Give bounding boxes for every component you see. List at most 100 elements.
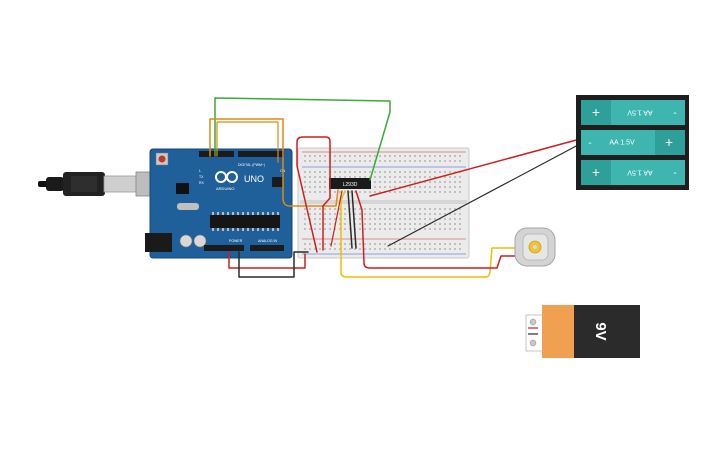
breadboard-hole[interactable] (409, 243, 411, 245)
breadboard-hole[interactable] (304, 186, 306, 188)
breadboard-hole[interactable] (434, 186, 436, 188)
breadboard-hole[interactable] (339, 208, 341, 210)
breadboard-hole[interactable] (344, 213, 346, 215)
breadboard-hole[interactable] (349, 155, 351, 157)
breadboard-hole[interactable] (454, 155, 456, 157)
breadboard-hole[interactable] (314, 186, 316, 188)
breadboard-hole[interactable] (354, 160, 356, 162)
breadboard-hole[interactable] (409, 186, 411, 188)
breadboard-hole[interactable] (459, 228, 461, 230)
breadboard-hole[interactable] (304, 208, 306, 210)
breadboard-hole[interactable] (419, 223, 421, 225)
breadboard-hole[interactable] (439, 213, 441, 215)
breadboard-hole[interactable] (304, 176, 306, 178)
breadboard-hole[interactable] (334, 208, 336, 210)
breadboard-hole[interactable] (439, 228, 441, 230)
breadboard-hole[interactable] (404, 160, 406, 162)
breadboard-hole[interactable] (399, 208, 401, 210)
breadboard-hole[interactable] (364, 160, 366, 162)
breadboard-hole[interactable] (429, 176, 431, 178)
breadboard-hole[interactable] (369, 176, 371, 178)
breadboard-hole[interactable] (389, 218, 391, 220)
breadboard-hole[interactable] (324, 208, 326, 210)
breadboard-hole[interactable] (409, 213, 411, 215)
breadboard-hole[interactable] (349, 171, 351, 173)
breadboard-hole[interactable] (359, 218, 361, 220)
breadboard-hole[interactable] (324, 248, 326, 250)
breadboard-hole[interactable] (434, 160, 436, 162)
breadboard-hole[interactable] (444, 191, 446, 193)
breadboard-hole[interactable] (334, 160, 336, 162)
breadboard-hole[interactable] (349, 248, 351, 250)
breadboard-hole[interactable] (419, 248, 421, 250)
breadboard-hole[interactable] (424, 228, 426, 230)
breadboard-hole[interactable] (414, 160, 416, 162)
breadboard-hole[interactable] (454, 186, 456, 188)
breadboard-hole[interactable] (354, 191, 356, 193)
breadboard-hole[interactable] (444, 243, 446, 245)
breadboard-hole[interactable] (399, 248, 401, 250)
breadboard-hole[interactable] (414, 208, 416, 210)
breadboard-hole[interactable] (354, 171, 356, 173)
breadboard-hole[interactable] (339, 228, 341, 230)
breadboard-hole[interactable] (394, 223, 396, 225)
breadboard-hole[interactable] (404, 155, 406, 157)
breadboard-hole[interactable] (309, 228, 311, 230)
breadboard-hole[interactable] (319, 228, 321, 230)
breadboard-hole[interactable] (379, 218, 381, 220)
breadboard-hole[interactable] (364, 171, 366, 173)
breadboard-hole[interactable] (359, 191, 361, 193)
breadboard-hole[interactable] (324, 191, 326, 193)
breadboard-hole[interactable] (314, 213, 316, 215)
breadboard-hole[interactable] (459, 155, 461, 157)
breadboard-hole[interactable] (449, 208, 451, 210)
breadboard-hole[interactable] (319, 155, 321, 157)
breadboard-hole[interactable] (359, 248, 361, 250)
breadboard-hole[interactable] (394, 176, 396, 178)
breadboard-hole[interactable] (439, 181, 441, 183)
breadboard-hole[interactable] (354, 218, 356, 220)
breadboard-hole[interactable] (304, 228, 306, 230)
breadboard-hole[interactable] (319, 186, 321, 188)
breadboard-hole[interactable] (314, 218, 316, 220)
breadboard-hole[interactable] (424, 181, 426, 183)
wire-black-chip-1[interactable] (347, 190, 353, 249)
breadboard-hole[interactable] (429, 155, 431, 157)
breadboard-hole[interactable] (394, 243, 396, 245)
breadboard-hole[interactable] (459, 181, 461, 183)
breadboard-hole[interactable] (339, 248, 341, 250)
breadboard-hole[interactable] (359, 228, 361, 230)
wire-orange-2[interactable] (216, 121, 279, 163)
breadboard-hole[interactable] (389, 208, 391, 210)
breadboard-hole[interactable] (339, 155, 341, 157)
breadboard-hole[interactable] (374, 218, 376, 220)
breadboard-hole[interactable] (394, 218, 396, 220)
breadboard-hole[interactable] (354, 208, 356, 210)
breadboard-hole[interactable] (354, 248, 356, 250)
breadboard-hole[interactable] (394, 248, 396, 250)
breadboard-hole[interactable] (364, 218, 366, 220)
breadboard-hole[interactable] (304, 243, 306, 245)
breadboard-hole[interactable] (434, 155, 436, 157)
breadboard-hole[interactable] (309, 155, 311, 157)
breadboard-hole[interactable] (449, 223, 451, 225)
breadboard-hole[interactable] (454, 191, 456, 193)
breadboard-hole[interactable] (379, 155, 381, 157)
breadboard-hole[interactable] (334, 248, 336, 250)
breadboard-hole[interactable] (309, 176, 311, 178)
breadboard-hole[interactable] (409, 171, 411, 173)
breadboard-hole[interactable] (429, 243, 431, 245)
breadboard-hole[interactable] (459, 213, 461, 215)
breadboard-hole[interactable] (394, 171, 396, 173)
breadboard-hole[interactable] (319, 213, 321, 215)
breadboard-hole[interactable] (304, 155, 306, 157)
breadboard-hole[interactable] (429, 208, 431, 210)
breadboard-hole[interactable] (389, 176, 391, 178)
breadboard-hole[interactable] (374, 213, 376, 215)
breadboard-hole[interactable] (334, 191, 336, 193)
breadboard-hole[interactable] (404, 176, 406, 178)
breadboard-hole[interactable] (344, 228, 346, 230)
breadboard-hole[interactable] (334, 155, 336, 157)
breadboard-hole[interactable] (314, 228, 316, 230)
wire-red-chip[interactable] (330, 190, 343, 247)
